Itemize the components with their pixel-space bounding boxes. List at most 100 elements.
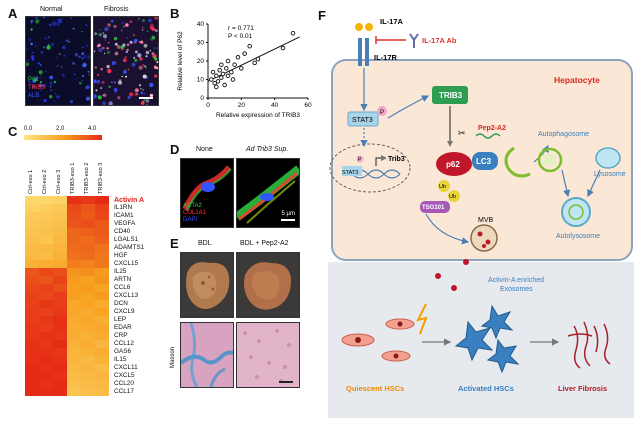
micrograph-speckle [39,81,42,84]
micrograph-speckle [40,75,42,77]
micrograph-speckle [97,43,101,47]
micrograph-speckle [75,78,78,81]
heatmap [25,196,110,397]
masson-bdl-pep-svg [243,329,293,383]
heatmap-cell [95,284,110,293]
micrograph-speckle [104,52,106,55]
micrograph-speckle [150,38,152,40]
activated-hsc-icon [454,304,520,374]
heatmap-cell [67,236,82,245]
phospho-label: P [380,110,384,116]
fibrosis-micrograph-svg [94,17,158,105]
micrograph-speckle [56,21,61,26]
column-header: Ctrl-exo 1 [28,169,34,194]
micrograph-speckle [141,101,145,105]
stat3-box [347,111,379,127]
micrograph-speckle [139,41,141,43]
y-tick-label: 40 [197,21,205,28]
micrograph-speckle [81,52,85,55]
scale-bar-d [281,219,295,221]
micrograph-speckle [38,70,43,75]
micrograph-speckle [106,50,110,54]
heatmap-cell [53,212,68,221]
micrograph-speckle [125,23,129,27]
micrograph-speckle [46,45,51,50]
gene-label: IL25 [114,267,127,275]
lc3-protein [472,152,498,170]
micrograph-speckle [49,85,52,88]
micrograph-speckle [143,43,148,48]
heatmap-cell [95,196,110,205]
micrograph-speckle [134,92,138,96]
micrograph-speckle [42,17,46,19]
heatmap-cell [67,348,82,357]
micrograph-speckle [65,39,69,42]
micrograph-speckle [59,53,61,55]
micrograph-speckle [126,43,130,46]
heatmap-cell [25,372,40,381]
exosome-icon [463,259,469,265]
micrograph-speckle [140,40,144,44]
gene-label: ARTN [114,275,132,283]
tsg101-protein [420,201,450,213]
heatmap-cell [39,348,54,357]
micrograph-speckle [100,87,102,89]
micrograph-speckle [107,23,111,27]
heatmap-cell [95,204,110,213]
heatmap-cell [95,372,110,381]
scatter-point [220,71,226,77]
heatmap-cell [25,212,40,221]
heatmap-cell [67,244,82,253]
fibrosis-liver-micrograph [93,16,159,106]
gene-label: ADAMTS1 [114,243,145,251]
micrograph-speckle [95,89,98,92]
micrograph-speckle [150,95,152,97]
panel-a-title-fibrosis: Fibrosis [104,6,129,13]
gene-label: LGALS1 [114,235,139,243]
micrograph-speckle [151,35,156,40]
micrograph-speckle [132,33,135,37]
fibroblast-trib3-svg [237,165,299,224]
heatmap-cell [67,308,82,317]
micrograph-speckle [135,50,138,54]
micrograph-speckle [86,96,90,101]
micrograph-speckle [35,19,40,24]
micrograph-speckle [138,17,140,20]
micrograph-speckle [34,17,39,19]
scatter-point [242,51,247,56]
micrograph-speckle [125,50,128,54]
activation-bolt-icon [416,303,428,335]
lc3-label: LC3 [476,157,492,166]
gene-label: LEP [114,315,127,323]
micrograph-speckle [127,68,130,71]
heatmap-cell [25,388,40,397]
micrograph-speckle [30,22,33,24]
heatmap-cell [81,276,96,285]
heatmap-cell [67,220,82,229]
antibody-icon [409,33,419,48]
heatmap-cell [95,388,110,397]
micrograph-speckle [94,32,98,36]
micrograph-speckle [74,53,78,57]
heatmap-cell [95,356,110,365]
micrograph-speckle [82,62,87,68]
scatter-point [215,79,221,84]
micrograph-speckle [117,96,121,100]
heatmap-cell [53,372,68,381]
micrograph-speckle [87,70,90,73]
fibroblast-none-svg [182,165,232,212]
micrograph-speckle [81,74,85,78]
nucleus-icon [329,143,411,193]
scatter-point [214,73,219,79]
liver-bdl-pep-photo [236,252,300,318]
micrograph-speckle [97,95,102,100]
column-header: Ctrl-exo 2 [42,169,48,194]
micrograph-speckle [30,42,33,46]
gene-label: Activin A [114,196,145,204]
scatter-point [222,82,227,88]
ubiquitin-icon [448,190,460,202]
heatmap-cell [81,308,96,317]
heatmap-cell [81,260,96,269]
heatmap-cell [25,364,40,373]
micrograph-speckle [125,75,127,78]
